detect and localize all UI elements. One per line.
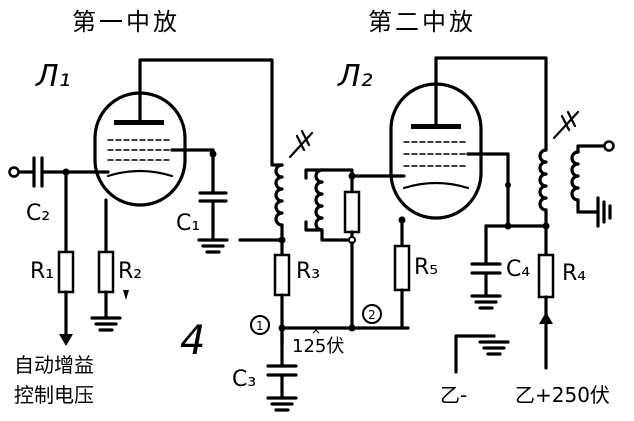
t2-secondary-coil — [570, 150, 580, 202]
r2-resistor — [97, 250, 115, 294]
c4-ground — [470, 294, 502, 310]
r5-resistor — [393, 244, 411, 292]
voltage-125-label: 125伏 — [292, 336, 344, 357]
r1-label: R₁ — [30, 259, 54, 284]
t1-tuning-tick-b — [300, 129, 311, 147]
r2-arrow — [123, 290, 129, 300]
r3-label: R₃ — [296, 259, 320, 284]
agc-arrow — [59, 334, 73, 346]
c1-ground — [197, 238, 229, 254]
junction-bus-mid — [348, 324, 356, 332]
plate2-wire — [434, 56, 548, 152]
t2-primary-coil — [538, 148, 548, 212]
r1-resistor — [57, 250, 75, 294]
test-point-1-label: 1 — [256, 319, 264, 333]
c3-ground — [266, 396, 298, 412]
t2-ground-wire — [576, 198, 600, 214]
grid2-resistor — [343, 190, 361, 234]
t2-ground — [596, 196, 612, 228]
b-minus-wire — [454, 334, 496, 374]
r3-resistor — [273, 253, 291, 297]
bus-cross-mark: × — [311, 323, 321, 337]
r4-label: R₄ — [562, 261, 586, 286]
test-point-1 — [250, 315, 270, 335]
figure-number: 4 — [180, 318, 205, 364]
tube2-cathode — [402, 181, 470, 190]
b-plus-arrow — [539, 312, 553, 324]
screen2-wire — [466, 152, 510, 228]
tube2-label: Л₂ — [337, 59, 373, 94]
r5-label: R₅ — [414, 255, 438, 280]
r2-label: R₂ — [118, 259, 142, 284]
agc-label-line2: 控制电压 — [14, 383, 94, 407]
b-minus-label: 乙- — [440, 383, 467, 407]
r4-resistor — [537, 253, 555, 299]
test-point-2 — [362, 304, 382, 324]
output-terminal — [603, 140, 615, 152]
junction-screen2-wire — [505, 182, 511, 188]
t2-tuning-tick-a — [560, 114, 571, 132]
tube1-cathode — [106, 169, 174, 178]
junction-screen2 — [398, 216, 406, 224]
t1-secondary-to-r — [320, 168, 354, 194]
t1-secondary-coil — [314, 168, 324, 232]
stage1-heading: 第一中放 — [72, 8, 180, 36]
t2-tuning-tick-b — [566, 110, 577, 128]
t1-secondary-bottom-stub — [304, 220, 324, 232]
b-minus-ground — [478, 340, 510, 356]
stage2-heading: 第二中放 — [368, 8, 476, 36]
t1-tuning-tick-a — [295, 134, 306, 152]
tube1-anode — [114, 120, 164, 125]
c1-label: C₁ — [176, 211, 200, 236]
r2-ground — [90, 316, 122, 332]
t1-primary-coil — [274, 163, 284, 227]
c2-label: C₂ — [26, 201, 50, 226]
tube1-label: Л₁ — [35, 59, 71, 94]
c3-label: C₃ — [232, 367, 256, 392]
t1-secondary-top-stub — [304, 168, 324, 180]
plate1-wire — [138, 58, 284, 167]
b-plus-label: 乙+250伏 — [515, 383, 610, 407]
c4-label: C₄ — [506, 257, 530, 282]
tube2-anode — [411, 124, 461, 129]
t2-output-wire — [576, 144, 606, 154]
input-terminal — [8, 166, 20, 178]
test-point-2-label: 2 — [368, 308, 376, 322]
junction-bus-c4 — [504, 222, 512, 230]
t1-primary-return — [238, 223, 284, 242]
agc-label-line1: 自动增益 — [14, 353, 94, 377]
